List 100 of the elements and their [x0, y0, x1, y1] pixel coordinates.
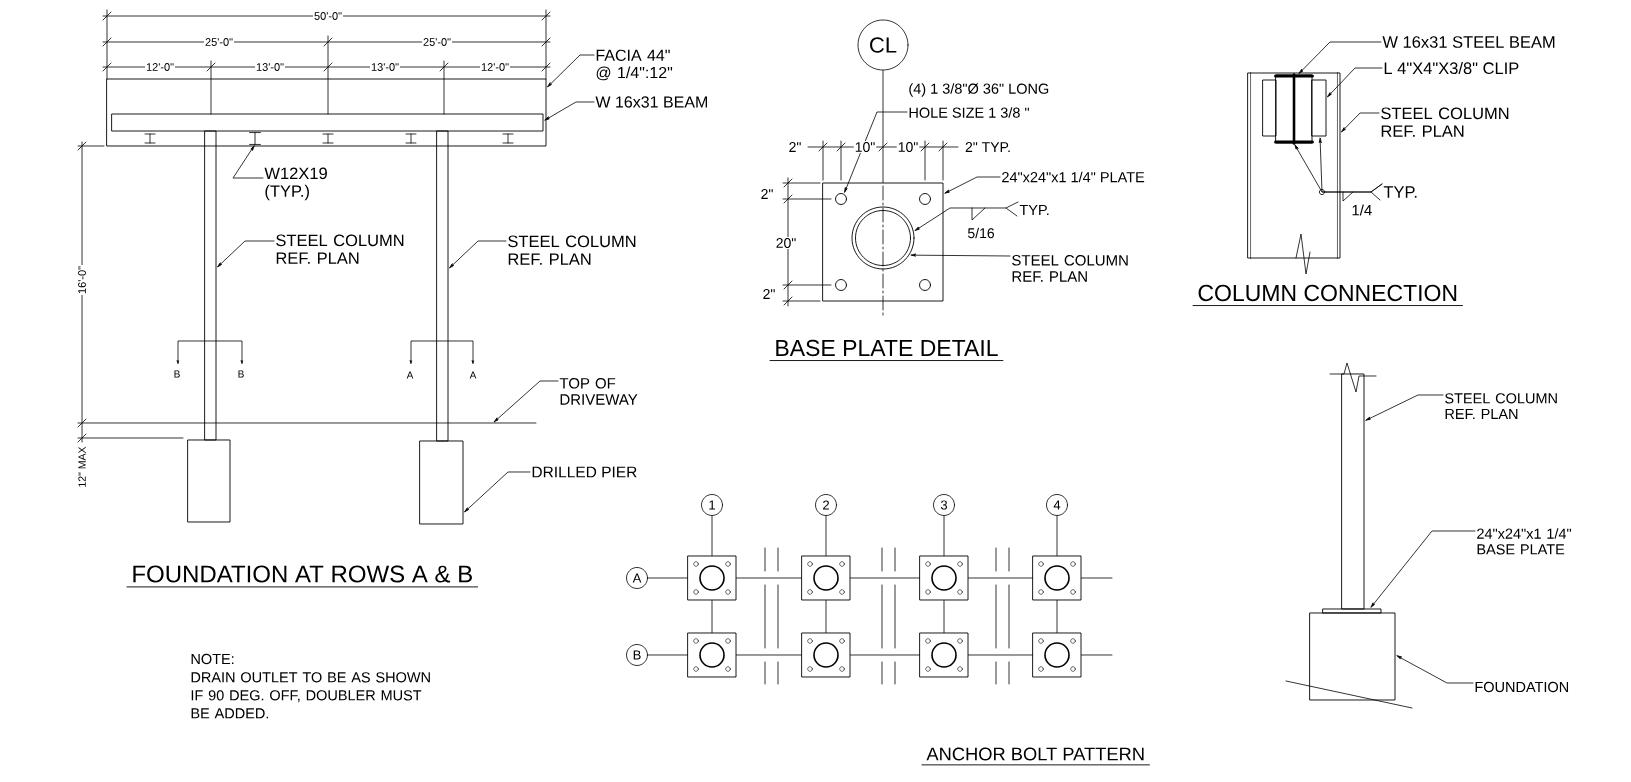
anchor-plate: [919, 632, 969, 678]
callout-text: W 16x31 BEAM: [595, 96, 707, 108]
grid-line: [943, 515, 945, 556]
callout-text: STEEL COLUMN REF. PLAN: [508, 235, 636, 265]
center-line: [882, 70, 884, 183]
grid-line: [850, 654, 920, 656]
weld-note: TYP.: [1019, 205, 1049, 215]
dimension-text: 12" MAX: [78, 446, 86, 487]
view-title: BASE PLATE DETAIL: [769, 339, 1004, 361]
grid-line: [825, 600, 827, 633]
base-plate: [1322, 608, 1382, 614]
foundation: [1309, 612, 1396, 701]
grid-line: [736, 577, 802, 579]
anchor-plate: [919, 555, 969, 601]
dimension-text: 20": [774, 237, 798, 249]
dimension-text: 2": [787, 141, 803, 153]
grid-line: [711, 600, 713, 633]
leader-line: [1327, 67, 1383, 98]
i-beam-symbol: [249, 132, 261, 145]
grid-line: [1081, 654, 1113, 656]
callout-text: 24"x24"x1 1/4" PLATE: [1002, 171, 1145, 183]
centerline-bubble: CL: [857, 19, 909, 71]
drilled-pier: [187, 439, 231, 523]
grid-bubble: 2: [815, 494, 837, 516]
callout-text: FACIA 44" @ 1/4":12": [596, 49, 673, 81]
dimension-text: 25'-0": [204, 37, 235, 47]
grid-line: [736, 654, 802, 656]
callout-text: STEEL COLUMN REF. PLAN: [1012, 255, 1128, 282]
steel-column: [1247, 72, 1341, 275]
callout-text: STEEL COLUMN REF. PLAN: [1381, 107, 1509, 137]
callout-text: STEEL COLUMN REF. PLAN: [276, 234, 404, 264]
callout-text: STEEL COLUMN REF. PLAN: [1445, 393, 1557, 419]
grid-line: [968, 577, 1033, 579]
dimension-text: 13'-0": [370, 62, 400, 72]
weld-size: 1/4: [1352, 204, 1372, 216]
dimension-text: 12'-0": [480, 62, 510, 72]
callout-text: 24"x24"x1 1/4" BASE PLATE: [1477, 528, 1571, 555]
anchor-plate: [687, 632, 737, 678]
leader-line: [910, 253, 1011, 257]
leader-line: [1370, 530, 1476, 608]
dimension-text: 13'-0": [255, 62, 285, 72]
callout-text: (4) 1 3/8"Ø 36" LONG HOLE SIZE 1 3/8 ": [909, 83, 1049, 118]
view-title: ANCHOR BOLT PATTERN: [921, 747, 1150, 766]
callout-text: FOUNDATION: [1475, 681, 1568, 693]
callout-text: W12X19 (TYP.): [264, 167, 327, 201]
steel-column: [1329, 362, 1377, 610]
view-title: COLUMN CONNECTION: [1192, 284, 1463, 306]
anchor-plate: [1032, 555, 1082, 601]
dimension-text: 12'-0": [145, 62, 176, 72]
dimension-text: 50'-0": [313, 11, 343, 21]
dimension-text: 16'-0": [77, 265, 87, 295]
leader-line: [1341, 112, 1380, 133]
grid-line: [850, 577, 920, 579]
callout-text: DRILLED PIER: [532, 466, 637, 478]
leader-line: [493, 380, 559, 423]
grid-line: [943, 600, 945, 633]
section-letter: A: [406, 371, 414, 379]
leader-line: [232, 145, 264, 179]
leader-line: [1318, 137, 1383, 193]
section-letter: B: [174, 370, 180, 378]
anchor-plate: [1032, 632, 1082, 678]
grid-bubble: 3: [933, 494, 955, 516]
dimension-text: 10": [896, 141, 920, 153]
callout-text: TOP OF DRIVEWAY: [559, 378, 638, 405]
callout-text: L 4"X4"X3/8" CLIP: [1384, 61, 1519, 75]
weld-size: 5/16: [967, 227, 995, 239]
callout-text: W 16x31 STEEL BEAM: [1382, 36, 1555, 48]
leader-line: [547, 54, 595, 88]
dimension-text: 10": [853, 141, 877, 153]
bolt-hole: [835, 279, 847, 291]
leader-line: [1365, 394, 1444, 421]
view-title: FOUNDATION AT ROWS A & B: [126, 565, 479, 588]
bolt-hole: [919, 193, 931, 205]
anchor-plate: [801, 555, 851, 601]
leader-line: [544, 101, 595, 121]
grid-line: [1056, 600, 1058, 633]
leader-line: [914, 201, 1019, 231]
leader-line: [449, 240, 507, 269]
weld-note: TYP.: [1383, 186, 1417, 198]
clip-angle: [1311, 79, 1327, 137]
grid-bubble: A: [626, 567, 648, 589]
grid-line: [647, 577, 688, 579]
beam-section: [1274, 73, 1314, 145]
bolt-hole: [919, 279, 931, 291]
leader-line: [464, 471, 531, 513]
clip-angle: [1262, 79, 1277, 137]
beam: [111, 113, 544, 132]
anchor-plate: [687, 555, 737, 601]
section-letter: B: [238, 370, 244, 378]
steel-column: [204, 130, 217, 441]
steel-column: [436, 130, 449, 442]
base-plate: [822, 182, 944, 302]
grid-line: [647, 654, 688, 656]
steel-column: [851, 206, 915, 270]
grid-line: [1056, 515, 1058, 556]
leader-line: [1298, 41, 1382, 74]
grid-line: [1081, 577, 1113, 579]
leader-line: [1396, 655, 1474, 684]
grid-bubble: 1: [701, 494, 723, 516]
grid-bubble: B: [626, 644, 648, 666]
